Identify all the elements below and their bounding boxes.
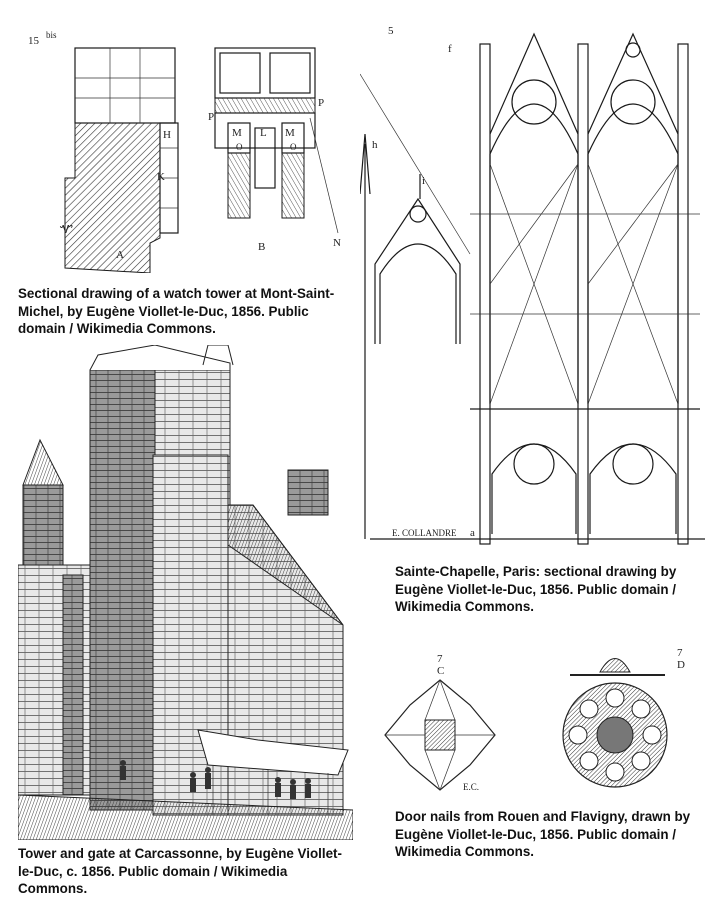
engraver-signature: E. COLLANDRE <box>392 528 457 538</box>
nail-d-letter: D <box>677 659 685 671</box>
carcassonne-caption: Tower and gate at Carcassonne, by Eugène… <box>18 846 342 896</box>
label-k: K <box>157 171 165 183</box>
nail-c-engraver: E.C. <box>463 782 479 792</box>
label-m-left: M <box>232 127 242 139</box>
label-i: i <box>422 175 425 187</box>
carcassonne-engraving <box>18 345 353 840</box>
plate-suffix-bis: bis <box>46 30 57 40</box>
label-l: L <box>260 127 267 139</box>
label-p-left: P <box>208 111 214 123</box>
nail-d-number: 7 <box>677 647 683 659</box>
label-h: H <box>163 129 171 141</box>
carcassonne-drawing <box>18 345 353 840</box>
sainte-chapelle-drawing: 5 f <box>360 14 718 549</box>
plate-number-5: 5 <box>388 25 394 37</box>
label-a: A <box>116 249 124 261</box>
watch-tower-engraving: 15 bis H K A Ꮙ M M L P P O O N <box>28 30 341 273</box>
watch-tower-caption: Sectional drawing of a watch tower at Mo… <box>18 286 335 336</box>
label-a: a <box>470 527 475 539</box>
sainte-chapelle-engraving: 5 f <box>360 25 705 545</box>
door-nails-engraving: 7 C E.C. 7 D <box>384 647 685 792</box>
door-nails-drawing: 7 C E.C. 7 D <box>375 640 710 800</box>
label-n: N <box>333 237 341 249</box>
label-o-right: O <box>290 142 297 152</box>
label-p-right: P <box>318 97 324 109</box>
nail-c-letter: C <box>437 665 444 677</box>
label-f: f <box>448 43 452 55</box>
sainte-chapelle-caption: Sainte-Chapelle, Paris: sectional drawin… <box>395 564 677 614</box>
watch-tower-drawing: 15 bis H K A Ꮙ M M L P P O O N <box>20 28 350 273</box>
label-b: B <box>258 241 265 253</box>
label-h: h <box>372 139 378 151</box>
artist-monogram: Ꮙ <box>59 224 73 236</box>
nail-c-number: 7 <box>437 653 443 665</box>
plate-number-15: 15 <box>28 35 40 47</box>
door-nails-caption: Door nails from Rouen and Flavigny, draw… <box>395 809 691 859</box>
label-o-left: O <box>236 142 243 152</box>
label-m-right: M <box>285 127 295 139</box>
